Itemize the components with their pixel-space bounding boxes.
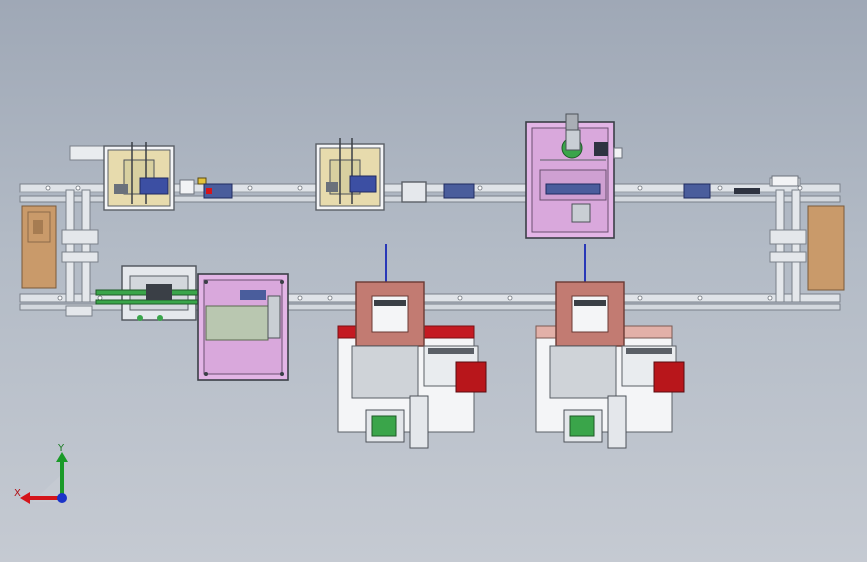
press-station-b[interactable] bbox=[535, 244, 685, 449]
left-frame-posts bbox=[61, 189, 99, 317]
triad-plane bbox=[32, 474, 62, 502]
coordinate-triad[interactable]: Y X bbox=[14, 440, 84, 510]
triad-x-arrow bbox=[20, 492, 62, 504]
triad-x-label: X bbox=[14, 488, 21, 499]
upper-rail-carriers bbox=[197, 175, 799, 203]
station-5-enclosure[interactable] bbox=[197, 273, 289, 381]
triad-y-label: Y bbox=[57, 443, 65, 454]
right-wood-panel bbox=[807, 205, 845, 291]
station-1-module[interactable] bbox=[69, 142, 195, 211]
press-station-a[interactable] bbox=[337, 244, 487, 449]
station-3-enclosure[interactable] bbox=[525, 113, 623, 239]
station-4-fixture[interactable] bbox=[95, 265, 205, 321]
triad-y-arrow bbox=[56, 452, 68, 498]
triad-z-origin bbox=[57, 493, 67, 503]
lower-conveyor-rail bbox=[19, 293, 841, 311]
left-wood-panel bbox=[21, 205, 57, 289]
station-2-module[interactable] bbox=[315, 138, 385, 211]
